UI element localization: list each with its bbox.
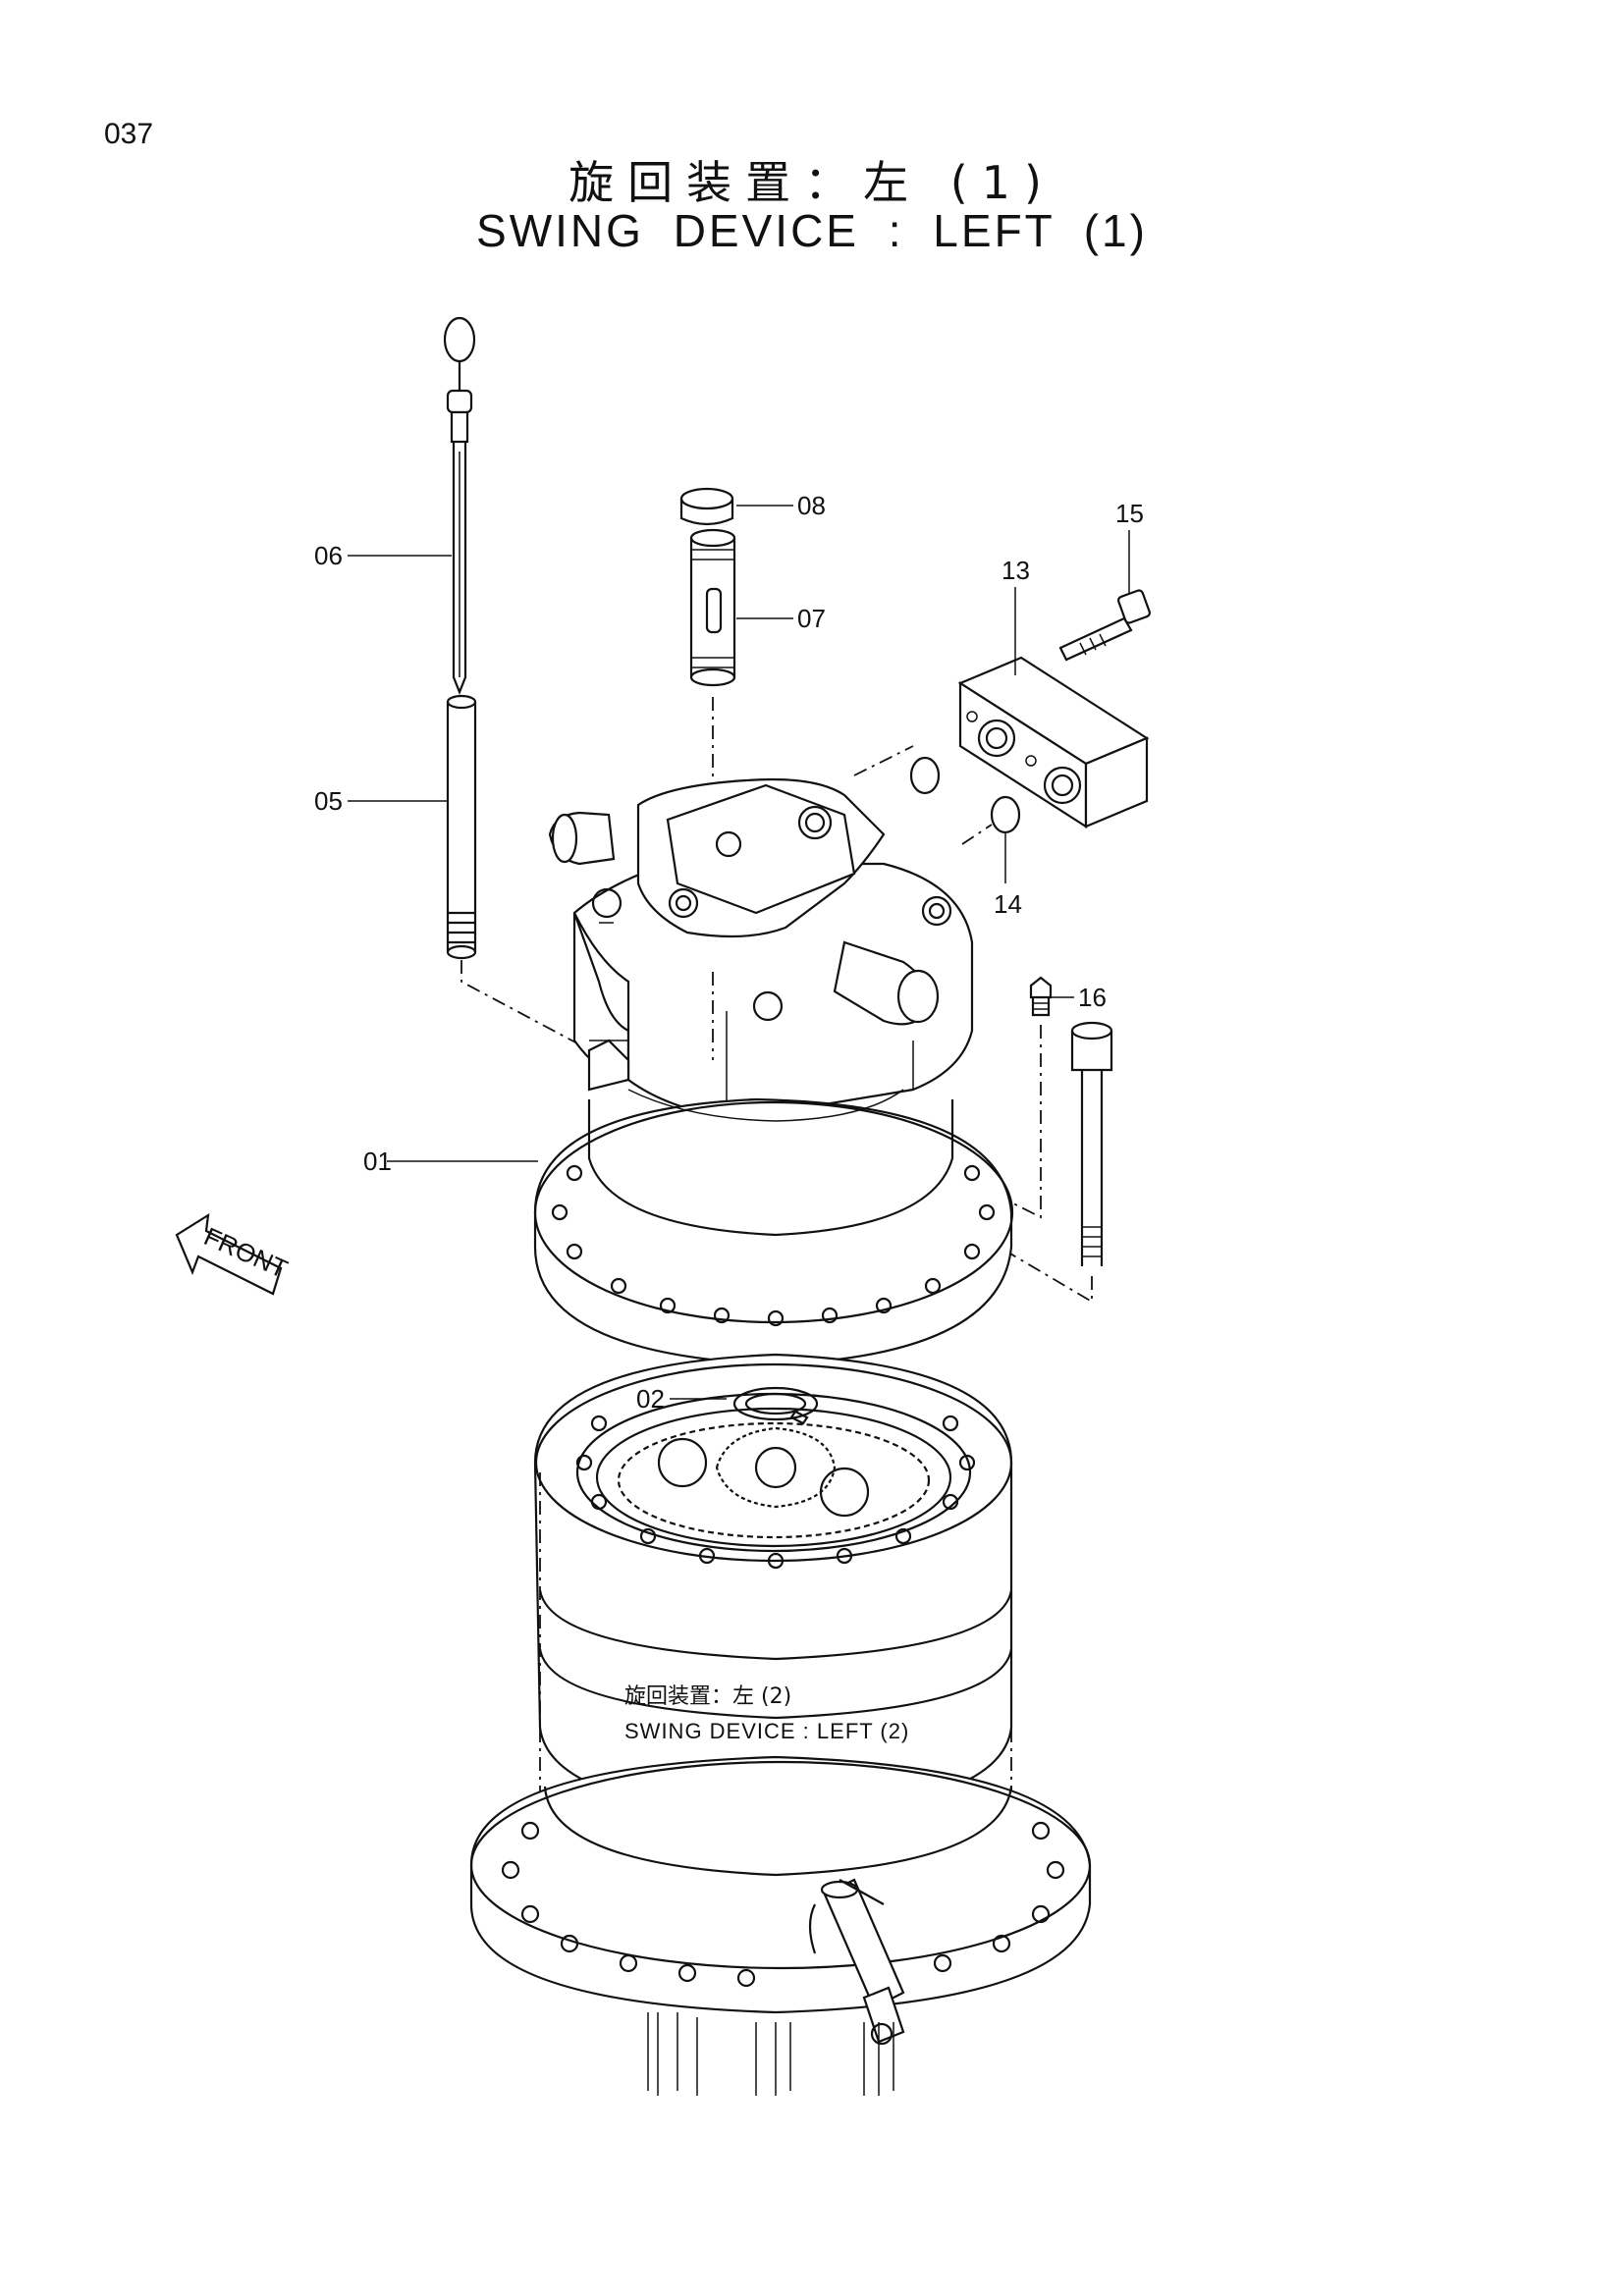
callout-01: 01 [363,1147,392,1176]
lower-housing [533,1353,1013,1818]
front-direction-arrow: FRONT [175,1212,293,1296]
bottom-flange [469,1755,1092,2096]
inner-reference-japanese: 旋回装置：左 (2) [624,1684,791,1709]
flange-part-01 [533,1039,1014,1394]
gear-bolt-holes [575,1415,976,1570]
long-bolt [981,1021,1113,1304]
callout-14: 14 [994,889,1022,919]
callout-02: 02 [636,1384,665,1414]
dipstick-part-06 [443,316,476,695]
swing-motor [548,777,974,1121]
page-number: 037 [104,118,154,150]
inner-reference-english: SWING DEVICE : LEFT (2) [624,1719,909,1743]
callout-05: 05 [314,786,343,816]
pipe-part-05 [446,694,610,1061]
title-english: SWING DEVICE : LEFT (1) [476,205,1148,256]
leader-lines [348,505,1130,1400]
bottom-flange-bolt-holes [501,1821,1065,1988]
title-japanese: 旋回装置：左 (1) [568,156,1056,209]
callout-06: 06 [314,541,343,570]
flange-bolt-holes [551,1164,996,1327]
cap-part-08 [679,487,734,526]
callout-15: 15 [1115,499,1144,528]
bolt-part-15 [1058,589,1151,662]
o-ring-part-14 [853,745,1021,845]
callout-13: 13 [1001,556,1030,585]
callout-16: 16 [1078,983,1107,1012]
callout-labels: 01 02 05 06 07 08 13 14 15 16 [314,491,1144,1414]
pipe-part-07 [689,528,736,805]
callout-08: 08 [797,491,826,520]
callout-07: 07 [797,604,826,633]
inner-reference: 旋回装置：左 (2) SWING DEVICE : LEFT (2) [624,1684,909,1743]
block-part-13 [957,656,1150,829]
